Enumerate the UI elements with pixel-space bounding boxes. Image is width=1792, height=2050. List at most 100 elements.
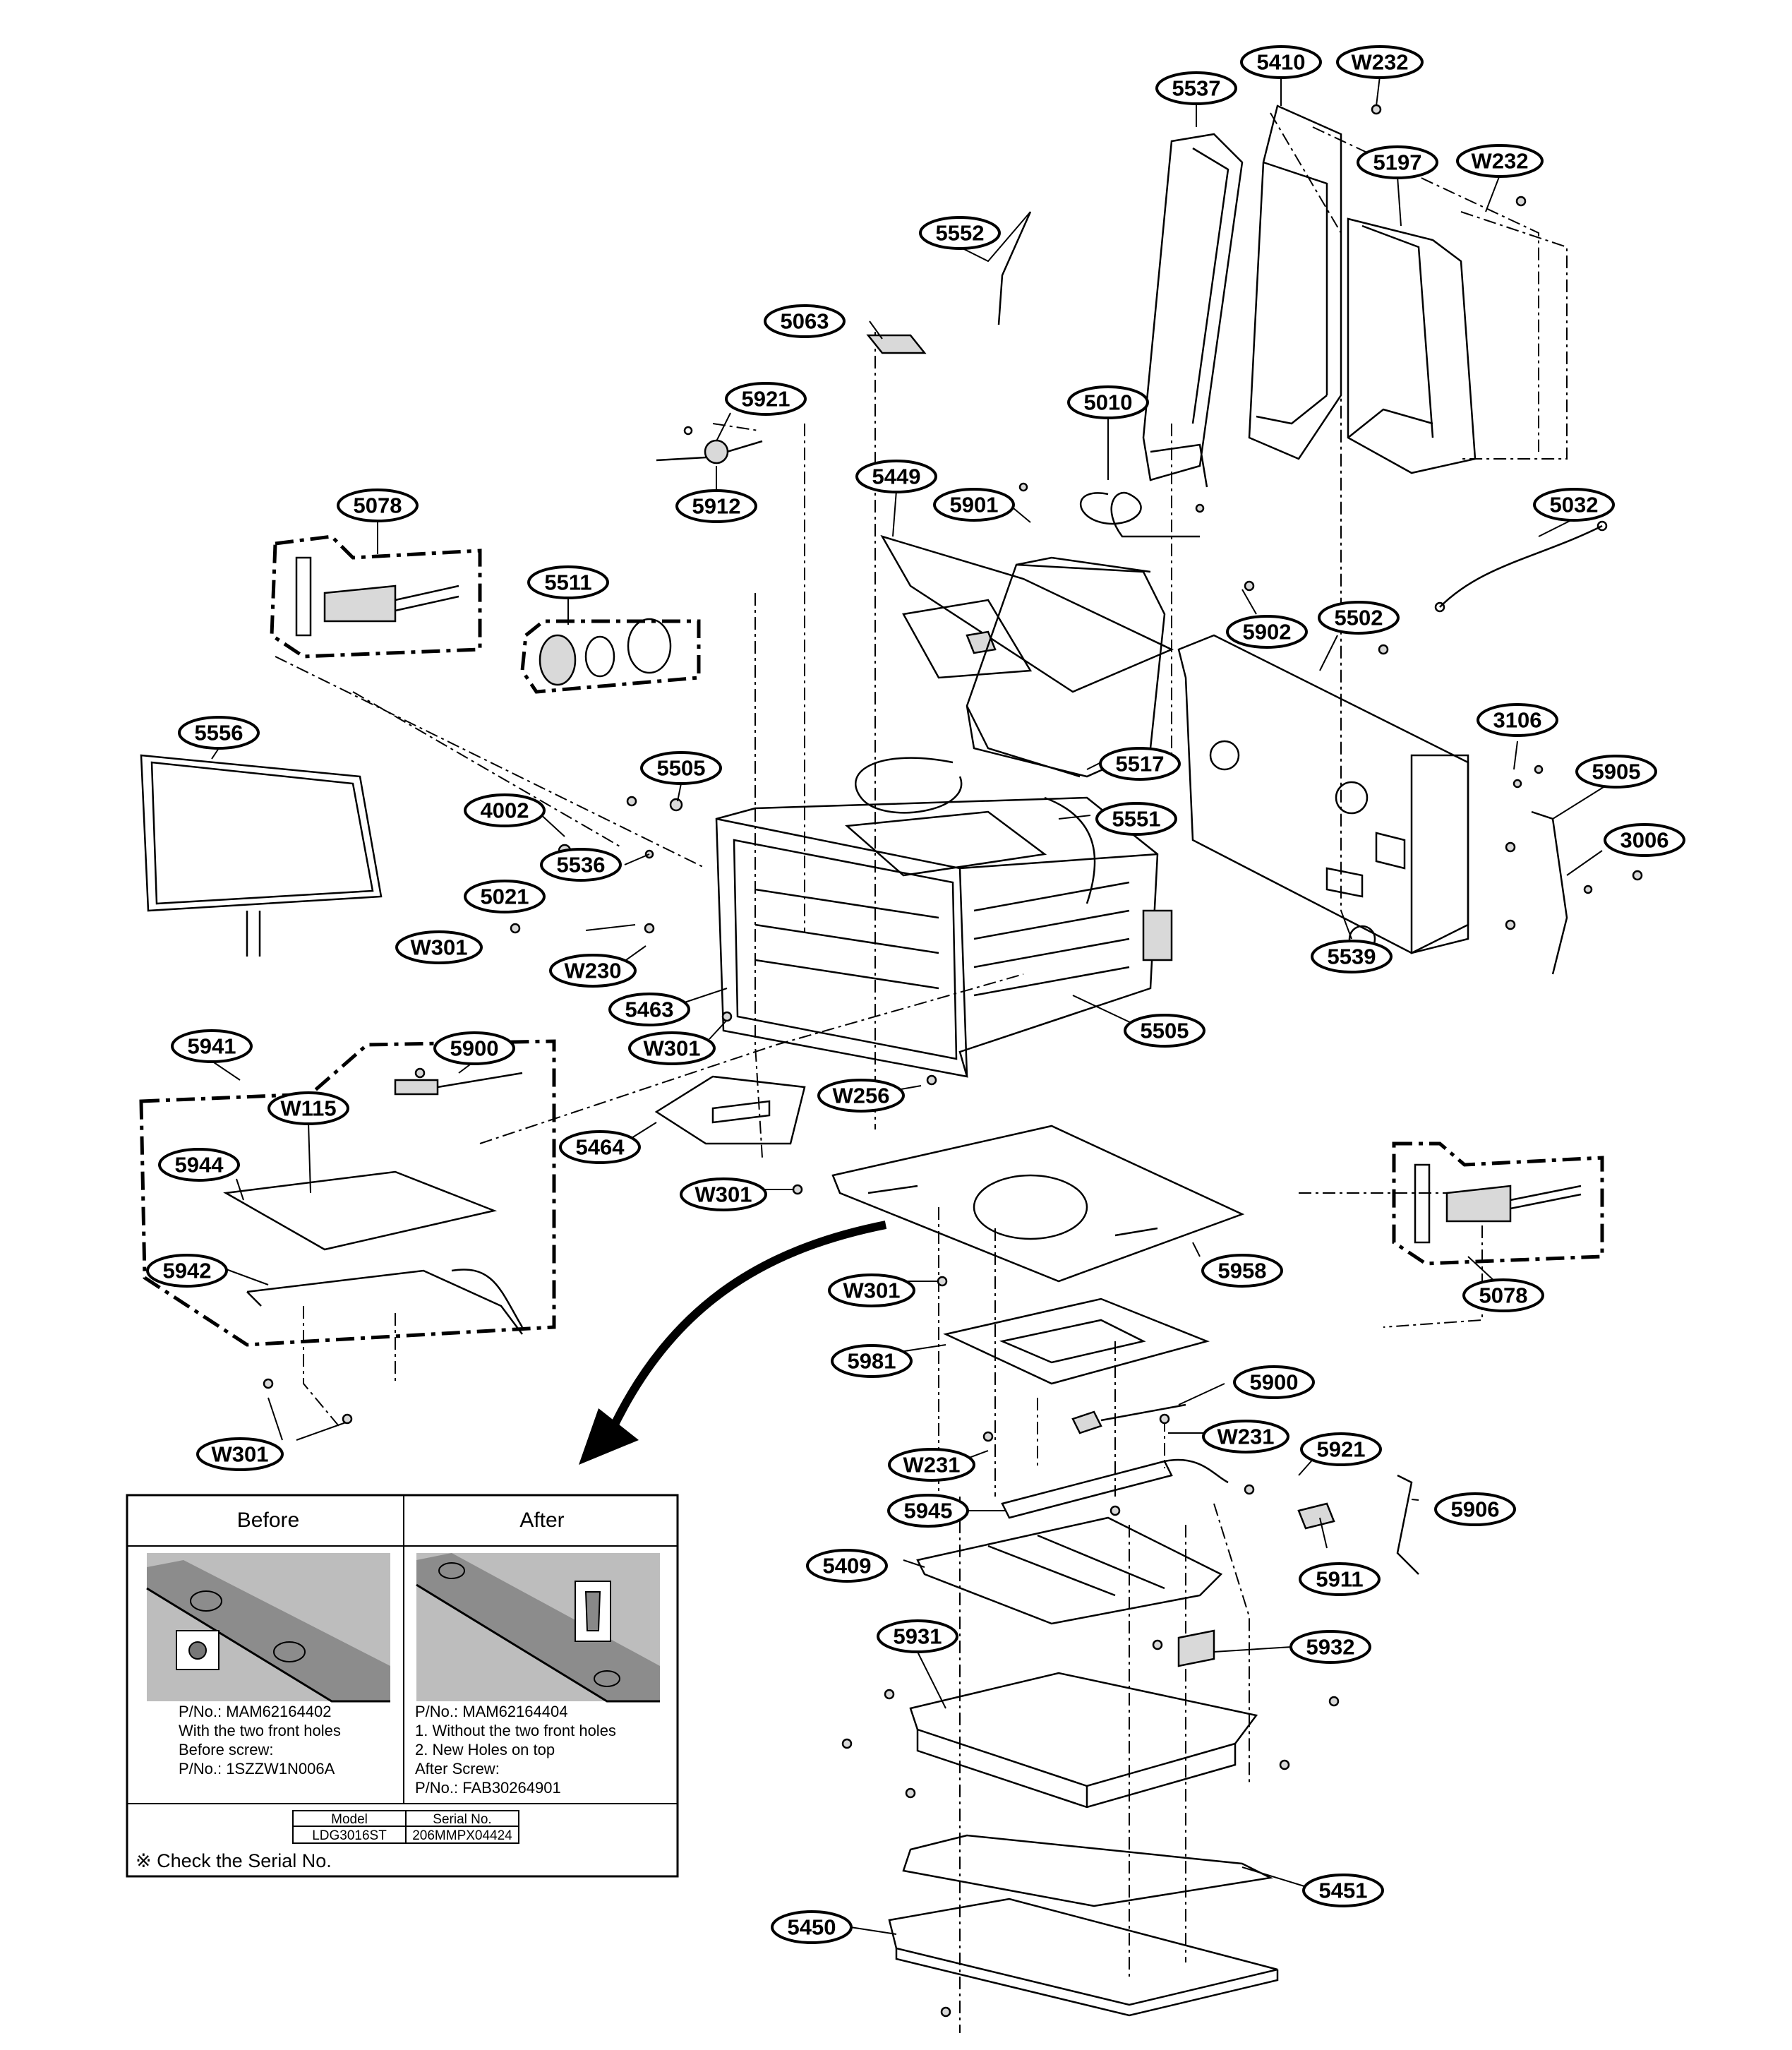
callout-5900-left-text: 5900	[450, 1036, 499, 1061]
callout-5451: 5451	[1302, 1874, 1384, 1907]
callout-5511: 5511	[527, 565, 609, 599]
wire-5032	[1434, 520, 1608, 613]
callout-w232-top: W232	[1336, 45, 1424, 79]
callout-5409: 5409	[806, 1549, 888, 1583]
rod-5552	[997, 211, 1032, 325]
callout-5552: 5552	[919, 216, 1001, 250]
callout-5945-text: 5945	[904, 1499, 953, 1523]
callout-5981: 5981	[831, 1344, 913, 1378]
callout-5900-right-text: 5900	[1250, 1370, 1299, 1395]
callout-5556: 5556	[178, 716, 260, 750]
callout-5449: 5449	[855, 460, 937, 493]
callout-5941: 5941	[171, 1029, 253, 1063]
table-header-serial: Serial No.	[433, 1812, 491, 1827]
callout-w231-left: W231	[888, 1448, 975, 1482]
back-panel-5539	[1177, 634, 1469, 954]
callout-5921-top-text: 5921	[742, 387, 790, 412]
callout-w301-e-text: W301	[212, 1442, 269, 1467]
callout-5942-text: 5942	[163, 1259, 212, 1283]
before-photo	[146, 1553, 390, 1703]
before-line-2: With the two front holes	[179, 1722, 341, 1739]
callout-w301-d: W301	[828, 1273, 915, 1307]
callout-w256-text: W256	[833, 1084, 890, 1108]
callout-5944-text: 5944	[175, 1153, 224, 1177]
callout-5551-text: 5551	[1112, 807, 1161, 832]
callout-w115: W115	[267, 1091, 349, 1125]
callout-5511-text: 5511	[544, 570, 591, 595]
duct-5197	[1347, 217, 1477, 474]
callout-5063-text: 5063	[781, 309, 829, 334]
callout-5941-text: 5941	[188, 1034, 236, 1059]
callout-w232-right: W232	[1456, 144, 1544, 178]
table-header-model: Model	[331, 1812, 368, 1827]
table-cell-serial: 206MMPX04424	[412, 1828, 512, 1843]
callout-5539-text: 5539	[1328, 945, 1376, 969]
after-line-5: P/No.: FAB30264901	[415, 1779, 561, 1797]
callout-w230-text: W230	[565, 959, 622, 983]
pipe-5905	[1531, 810, 1568, 975]
callout-5931-text: 5931	[894, 1624, 942, 1649]
callout-5942: 5942	[146, 1254, 228, 1288]
callout-5063: 5063	[764, 304, 846, 338]
igniter-5078-right	[1392, 1141, 1604, 1266]
callout-5900-left: 5900	[433, 1031, 515, 1065]
plate-5451	[902, 1834, 1274, 1907]
callout-5552-text: 5552	[936, 221, 985, 246]
zoom-arrow-icon	[579, 1221, 887, 1465]
callout-5958: 5958	[1201, 1254, 1283, 1288]
before-line-1: P/No.: MAM62164402	[179, 1703, 331, 1720]
callout-5410-text: 5410	[1257, 50, 1306, 75]
callout-w301-d-text: W301	[843, 1278, 901, 1303]
valve-5911	[1297, 1502, 1335, 1530]
callout-5931: 5931	[877, 1619, 958, 1653]
shield-5449	[880, 534, 1174, 693]
callout-5010-text: 5010	[1084, 390, 1133, 415]
callout-w115-text: W115	[280, 1096, 336, 1121]
callout-5464: 5464	[559, 1130, 641, 1164]
callout-5902: 5902	[1226, 615, 1308, 649]
before-line-4: P/No.: 1SZZW1N006A	[179, 1760, 335, 1778]
callout-5944: 5944	[158, 1148, 240, 1182]
callout-5932: 5932	[1289, 1630, 1371, 1664]
callout-w301-c: W301	[680, 1177, 767, 1211]
callout-5505-top: 5505	[640, 751, 722, 785]
wire-5010	[1080, 491, 1200, 538]
callout-w301-b-text: W301	[644, 1036, 701, 1061]
after-line-1: P/No.: MAM62164404	[415, 1703, 567, 1720]
duct-5537	[1142, 133, 1244, 488]
callout-5921-top: 5921	[725, 382, 807, 416]
callout-5539: 5539	[1311, 940, 1393, 973]
callout-5464-text: 5464	[576, 1135, 625, 1160]
callout-w256: W256	[817, 1079, 905, 1113]
callout-3106-text: 3106	[1493, 708, 1542, 733]
screws	[263, 104, 1643, 2018]
bracket-5981	[943, 1297, 1210, 1385]
callout-5537-text: 5537	[1172, 76, 1221, 101]
after-line-4: After Screw:	[415, 1760, 500, 1778]
callout-5905-text: 5905	[1592, 760, 1641, 784]
frame-5931	[909, 1672, 1258, 1809]
callout-5021-text: 5021	[481, 885, 529, 909]
callout-3006-text: 3006	[1620, 828, 1669, 853]
burner-5945	[1001, 1403, 1229, 1519]
igniter-5078-left	[270, 534, 482, 659]
callout-3106: 3106	[1477, 703, 1558, 737]
callout-5556-text: 5556	[195, 721, 243, 745]
callout-w230: W230	[549, 954, 637, 988]
serial-table: Model Serial No. LDG3016ST 206MMPX04424	[292, 1810, 519, 1844]
callout-w301-e: W301	[196, 1437, 284, 1471]
callout-5010: 5010	[1067, 385, 1149, 419]
callout-5921-bottom-text: 5921	[1317, 1437, 1366, 1462]
callout-5197-text: 5197	[1373, 150, 1422, 175]
callout-5032-text: 5032	[1550, 493, 1599, 517]
valve-5912	[656, 426, 763, 464]
callout-5463-text: 5463	[625, 997, 674, 1022]
duct-cover-box	[1460, 211, 1568, 460]
callout-5912-text: 5912	[692, 494, 741, 519]
callout-5197: 5197	[1357, 145, 1438, 179]
callout-5551: 5551	[1095, 802, 1177, 836]
callout-w231-right: W231	[1202, 1420, 1289, 1453]
callout-5911: 5911	[1299, 1562, 1381, 1596]
shield-5409	[916, 1516, 1223, 1625]
